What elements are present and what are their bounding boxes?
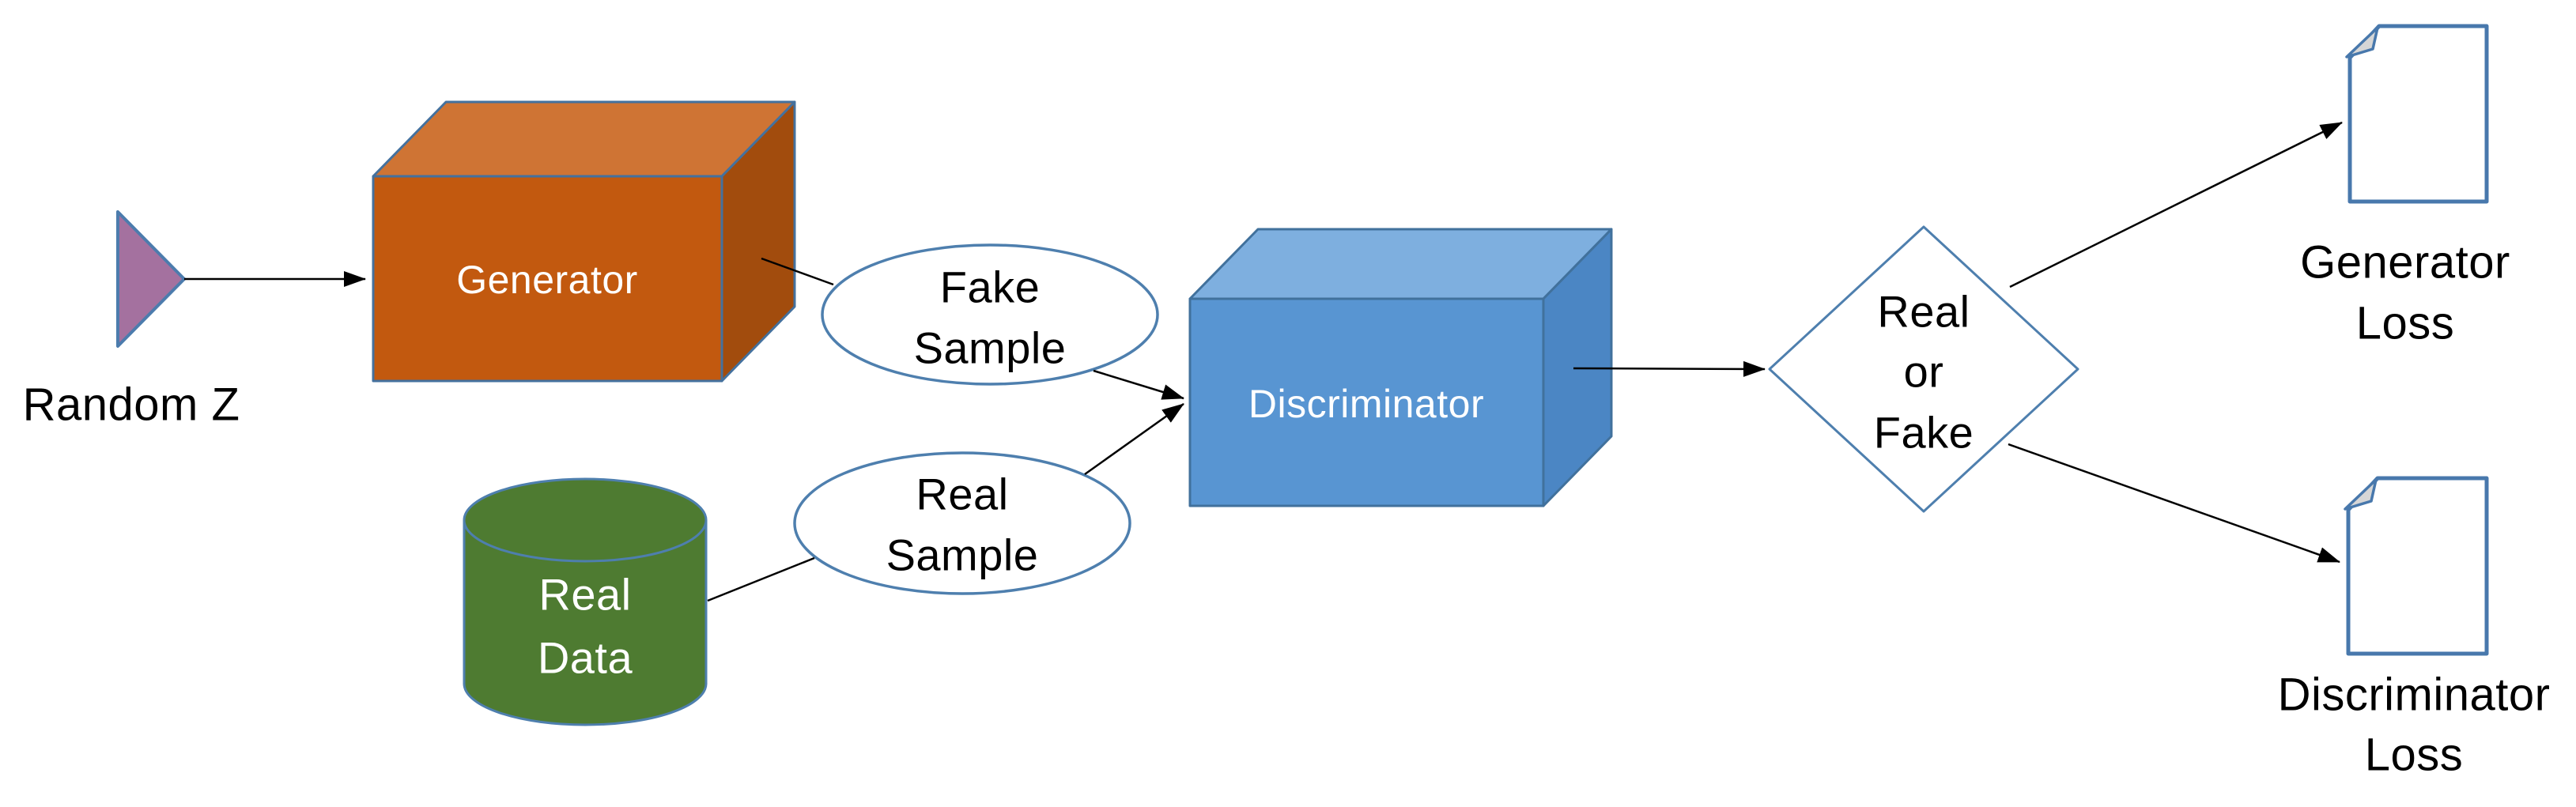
generator-loss-document-fold: [2345, 26, 2379, 58]
generator-label: Generator: [456, 258, 638, 302]
fake-sample-label-line2: Sample: [914, 323, 1067, 373]
discriminator-cube-top-face: [1188, 228, 1613, 300]
discriminator-cube-front-face: [1188, 297, 1545, 507]
edge-discriminator-to-realorfake: [1573, 360, 1766, 377]
cylinder-top: [463, 477, 708, 563]
decision-diamond: [1768, 225, 2079, 513]
edge-realorfake-to-discriminatorloss: [2008, 443, 2340, 564]
edge-realorfake-to-generatorloss: [2009, 121, 2343, 288]
real-or-fake-node: Real or Fake: [1768, 225, 2079, 513]
real-data-node: Real Data: [463, 477, 708, 726]
generator-loss-node: Generator Loss: [2300, 24, 2510, 349]
real-sample-label-line1: Real: [916, 469, 1008, 519]
discriminator-node: Discriminator: [1188, 228, 1613, 507]
discriminator-label: Discriminator: [1248, 382, 1484, 426]
generator-node: Generator: [372, 100, 796, 383]
fake-sample-node: Fake Sample: [821, 243, 1159, 386]
real-sample-node: Real Sample: [793, 451, 1131, 595]
edge-realsample-to-discriminator: [1084, 402, 1184, 476]
discriminator-loss-node: Discriminator Loss: [2278, 476, 2551, 781]
real-sample-label-line2: Sample: [886, 530, 1039, 580]
discriminator-loss-document-icon: [2346, 476, 2489, 656]
real-or-fake-label-line3: Fake: [1874, 408, 1974, 458]
discriminator-loss-label-line1: Discriminator: [2278, 669, 2551, 721]
generator-loss-label-line1: Generator: [2300, 237, 2510, 288]
edge-generator-to-fakesample: [761, 257, 834, 286]
discriminator-loss-label-line2: Loss: [2365, 730, 2464, 781]
real-or-fake-label-line2: or: [1904, 347, 1944, 397]
real-data-label-line1: Real: [538, 570, 631, 620]
edges: [184, 121, 2343, 602]
edge-realdata-to-realsample: [707, 556, 815, 602]
generator-loss-document-icon: [2347, 24, 2489, 204]
generator-loss-label-line2: Loss: [2356, 298, 2455, 349]
random-z-node: Random Z: [23, 210, 240, 431]
input-triangle-icon: [116, 210, 186, 348]
fake-sample-label-line1: Fake: [940, 262, 1041, 312]
real-data-label-line2: Data: [538, 633, 633, 683]
fake-sample-ellipse: [821, 243, 1159, 386]
discriminator-loss-document-fold: [2344, 478, 2378, 511]
real-or-fake-label-line1: Real: [1877, 287, 1970, 337]
edge-fakesample-to-discriminator: [1093, 369, 1184, 400]
real-sample-ellipse: [793, 451, 1131, 595]
generator-cube-front-face: [372, 175, 723, 383]
random-z-label: Random Z: [23, 379, 240, 431]
